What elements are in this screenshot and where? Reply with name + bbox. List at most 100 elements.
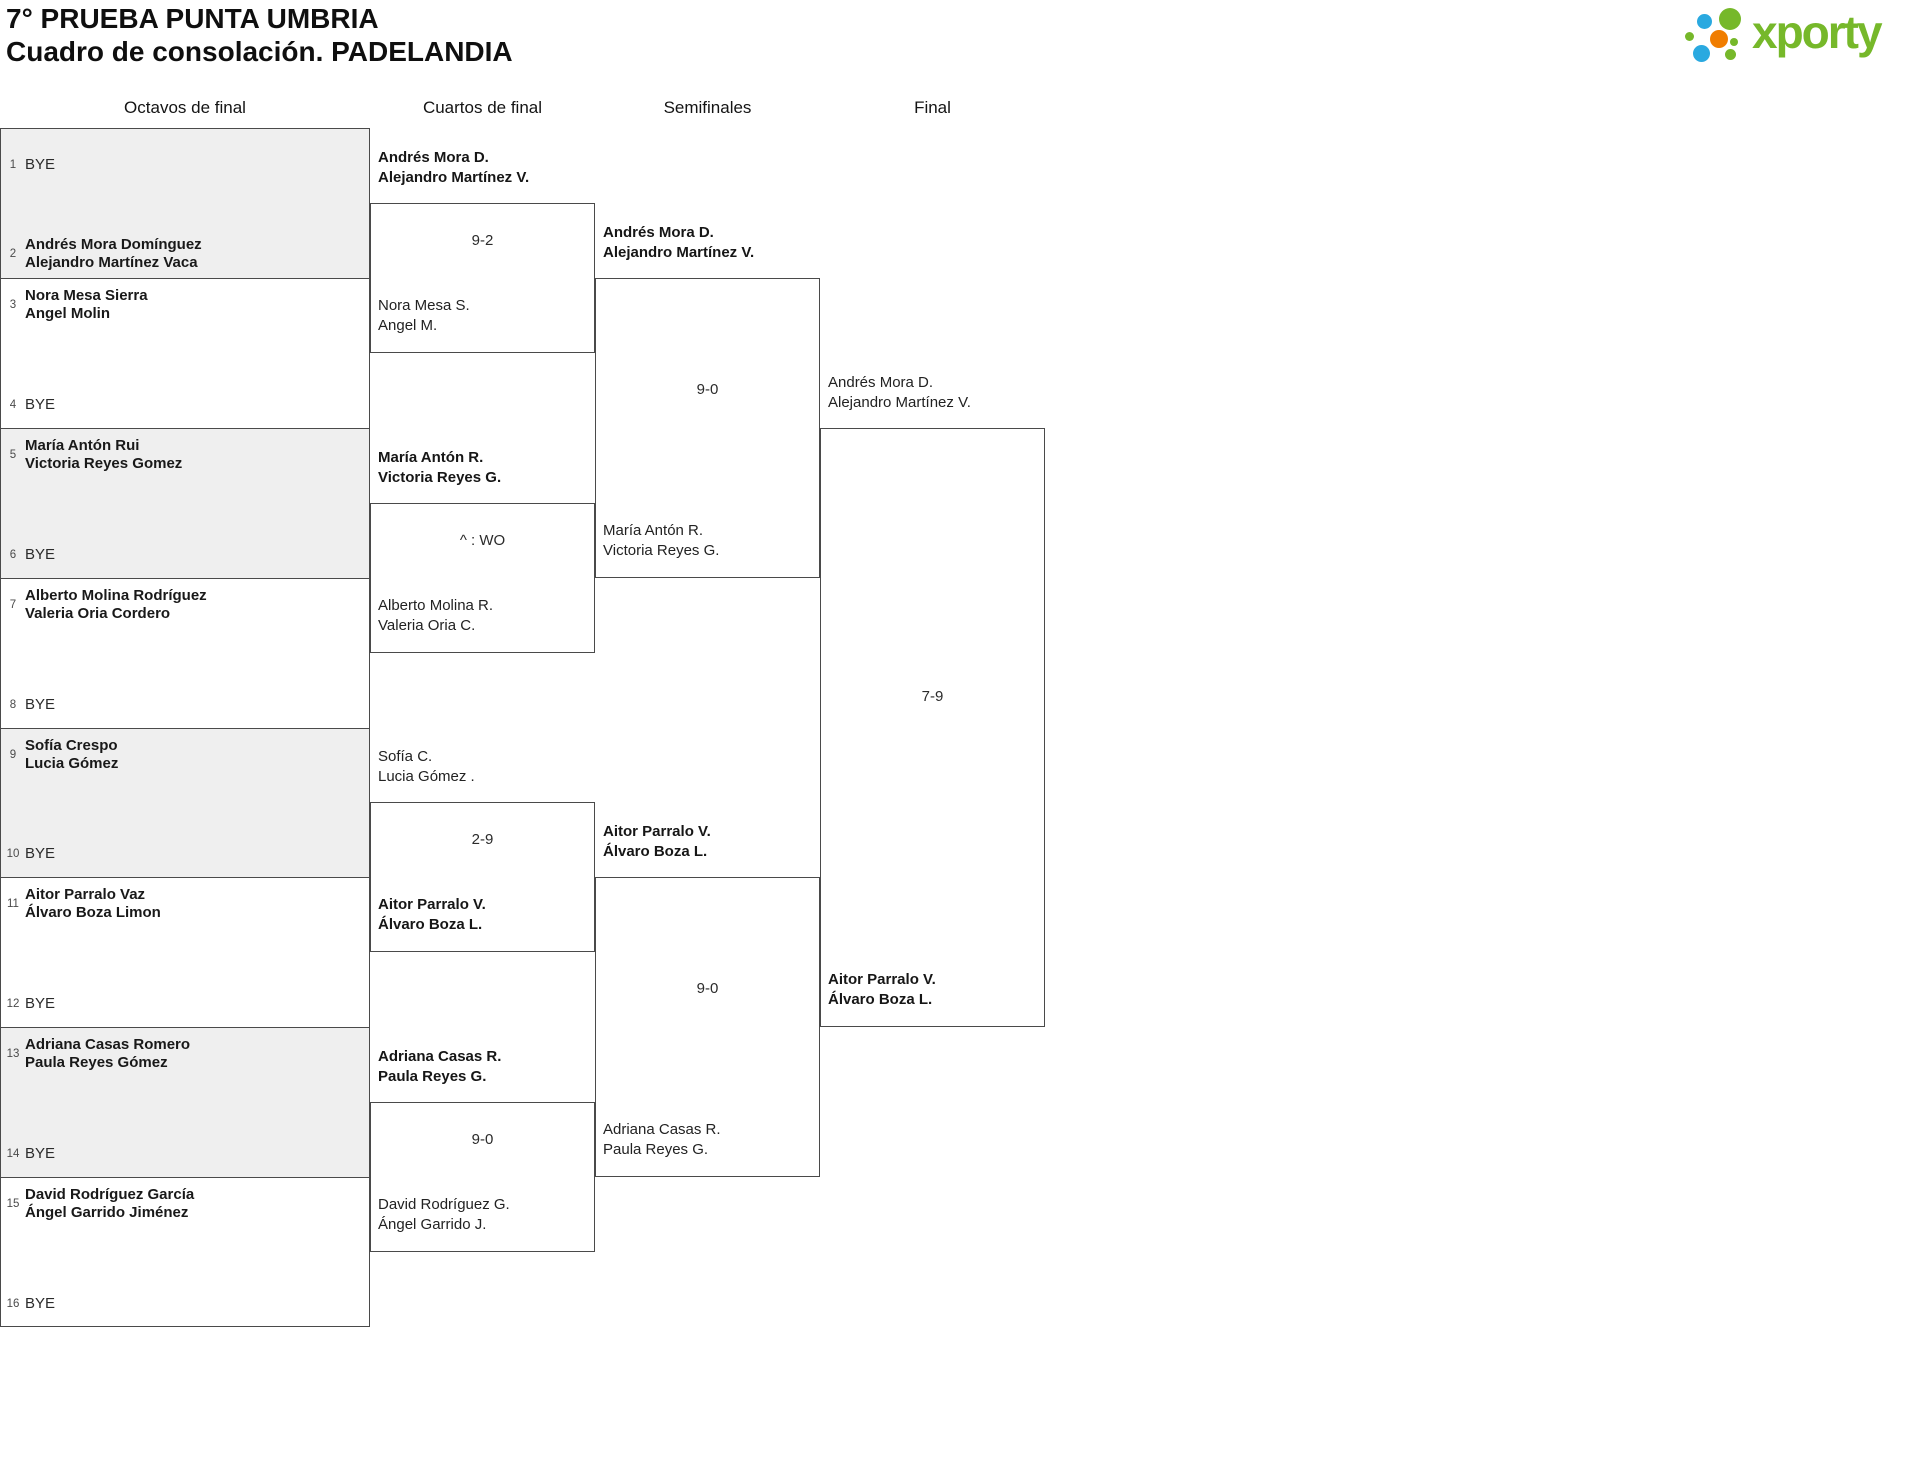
logo-dot-icon bbox=[1685, 32, 1694, 41]
bye-label: BYE bbox=[25, 845, 56, 862]
match-score: 2-9 bbox=[471, 831, 494, 848]
team-top: Sofía C. Lucia Gómez . bbox=[378, 748, 475, 785]
team-bottom: Aitor Parralo V. Álvaro Boza L. bbox=[378, 896, 486, 933]
qf-match-3: Sofía C. Lucia Gómez . 2-9 Aitor Parralo… bbox=[370, 748, 595, 952]
bracket-slot-16: 16 BYE bbox=[1, 1295, 371, 1313]
team-bottom: David Rodríguez G. Ángel Garrido J. bbox=[378, 1196, 510, 1233]
sf-match-1: Andrés Mora D. Alejandro Martínez V. 9-0… bbox=[595, 224, 820, 578]
sf-match-2: Aitor Parralo V. Álvaro Boza L. 9-0 Adri… bbox=[595, 823, 820, 1177]
bracket-slot-13: 13 Adriana Casas Romero Paula Reyes Góme… bbox=[1, 1036, 371, 1072]
xporty-logo[interactable]: xporty bbox=[1680, 6, 1920, 68]
team-bottom: Alberto Molina R. Valeria Oria C. bbox=[378, 597, 494, 634]
team-name: Andrés Mora Domínguez Alejandro Martínez… bbox=[25, 236, 202, 271]
slot-number: 7 bbox=[9, 599, 17, 611]
octavos-match-cell bbox=[1, 1028, 369, 1178]
team-top: Aitor Parralo V. Álvaro Boza L. bbox=[603, 823, 711, 860]
slot-number: 13 bbox=[6, 1048, 20, 1060]
bracket-subtitle: Cuadro de consolación. PADELANDIA bbox=[6, 36, 513, 67]
octavos-match-cell bbox=[1, 579, 369, 729]
slot-number: 4 bbox=[9, 399, 17, 411]
bracket-slot-11: 11 Aitor Parralo Vaz Álvaro Boza Limon bbox=[1, 886, 371, 922]
qf-match-1: Andrés Mora D. Alejandro Martínez V. 9-2… bbox=[370, 149, 595, 353]
team-name: Aitor Parralo Vaz Álvaro Boza Limon bbox=[25, 886, 161, 921]
round-header-cuartos: Cuartos de final bbox=[422, 98, 543, 117]
octavos-match-cell bbox=[1, 279, 369, 429]
slot-number: 6 bbox=[9, 549, 17, 561]
bye-label: BYE bbox=[25, 156, 56, 173]
round-header-semifinales: Semifinales bbox=[663, 98, 752, 117]
octavos-match-cell bbox=[1, 429, 369, 579]
bracket-slot-14: 14 BYE bbox=[1, 1145, 371, 1163]
slot-number: 10 bbox=[6, 848, 20, 860]
team-top: Andrés Mora D. Alejandro Martínez V. bbox=[828, 374, 971, 411]
match-score: 9-2 bbox=[471, 232, 494, 249]
bracket-slot-2: 2 Andrés Mora Domínguez Alejandro Martín… bbox=[1, 236, 371, 272]
match-score: 7-9 bbox=[921, 688, 944, 705]
logo-dot-icon bbox=[1710, 30, 1728, 48]
bye-label: BYE bbox=[25, 995, 56, 1012]
logo-dot-icon bbox=[1697, 14, 1712, 29]
slot-number: 9 bbox=[9, 749, 17, 761]
slot-number: 1 bbox=[9, 159, 17, 171]
bracket-slot-9: 9 Sofía Crespo Lucia Gómez bbox=[1, 737, 371, 773]
bracket-slot-15: 15 David Rodríguez García Ángel Garrido … bbox=[1, 1186, 371, 1222]
team-bottom: María Antón R. Victoria Reyes G. bbox=[603, 522, 720, 559]
team-bottom: Adriana Casas R. Paula Reyes G. bbox=[603, 1121, 721, 1158]
team-top: Andrés Mora D. Alejandro Martínez V. bbox=[378, 149, 530, 186]
team-top: María Antón R. Victoria Reyes G. bbox=[378, 449, 502, 486]
bye-label: BYE bbox=[25, 696, 56, 713]
bye-label: BYE bbox=[25, 1295, 56, 1312]
team-name: Sofía Crespo Lucia Gómez bbox=[25, 737, 119, 772]
team-name: Adriana Casas Romero Paula Reyes Gómez bbox=[25, 1036, 191, 1071]
bye-label: BYE bbox=[25, 1145, 56, 1162]
bracket-slot-5: 5 María Antón Rui Victoria Reyes Gomez bbox=[1, 437, 371, 473]
slot-number: 16 bbox=[6, 1298, 20, 1310]
logo-dot-icon bbox=[1725, 49, 1736, 60]
round-header-octavos: Octavos de final bbox=[124, 98, 246, 117]
slot-number: 15 bbox=[6, 1198, 20, 1210]
slot-number: 11 bbox=[7, 898, 19, 910]
bracket-slot-1: 1 BYE bbox=[1, 156, 371, 174]
octavos-match-cell bbox=[1, 878, 369, 1028]
slot-number: 5 bbox=[9, 449, 17, 461]
slot-number: 14 bbox=[6, 1148, 20, 1160]
bracket-slot-3: 3 Nora Mesa Sierra Angel Molin bbox=[1, 287, 371, 323]
bracket-slot-10: 10 BYE bbox=[1, 845, 371, 863]
round-header-final: Final bbox=[914, 98, 951, 117]
team-top: Andrés Mora D. Alejandro Martínez V. bbox=[603, 224, 755, 261]
slot-number: 2 bbox=[9, 248, 17, 260]
logo-dot-icon bbox=[1730, 38, 1738, 46]
bracket-slot-12: 12 BYE bbox=[1, 995, 371, 1013]
final-match: Andrés Mora D. Alejandro Martínez V. 7-9… bbox=[820, 374, 1045, 1027]
bye-label: BYE bbox=[25, 546, 56, 563]
octavos-column-box: 1 BYE 2 Andrés Mora Domínguez Alejandro … bbox=[0, 128, 370, 1327]
team-name: Alberto Molina Rodríguez Valeria Oria Co… bbox=[25, 587, 207, 622]
team-bottom: Nora Mesa S. Angel M. bbox=[378, 297, 470, 334]
match-score: 9-0 bbox=[696, 980, 719, 997]
team-name: Nora Mesa Sierra Angel Molin bbox=[25, 287, 148, 322]
slot-number: 12 bbox=[6, 998, 20, 1010]
match-score: 9-0 bbox=[471, 1131, 494, 1148]
bye-label: BYE bbox=[25, 396, 56, 413]
match-score: ^ : WO bbox=[459, 532, 506, 549]
octavos-match-cell bbox=[1, 729, 369, 878]
match-score: 9-0 bbox=[696, 381, 719, 398]
tournament-name: 7° PRUEBA PUNTA UMBRIA bbox=[6, 3, 379, 34]
octavos-match-cell bbox=[1, 129, 369, 279]
slot-number: 3 bbox=[9, 299, 17, 311]
team-bottom: Aitor Parralo V. Álvaro Boza L. bbox=[828, 971, 936, 1008]
team-top: Adriana Casas R. Paula Reyes G. bbox=[378, 1048, 502, 1085]
logo-wordmark: xporty bbox=[1752, 6, 1883, 58]
bracket-slot-8: 8 BYE bbox=[1, 696, 371, 714]
team-name: David Rodríguez García Ángel Garrido Jim… bbox=[25, 1186, 195, 1221]
bracket-slot-6: 6 BYE bbox=[1, 546, 371, 564]
bracket-slot-7: 7 Alberto Molina Rodríguez Valeria Oria … bbox=[1, 587, 371, 623]
bracket-slot-4: 4 BYE bbox=[1, 396, 371, 414]
qf-match-2: María Antón R. Victoria Reyes G. ^ : WO … bbox=[370, 449, 595, 653]
team-name: María Antón Rui Victoria Reyes Gomez bbox=[25, 437, 183, 472]
page-title: 7° PRUEBA PUNTA UMBRIA Cuadro de consola… bbox=[6, 2, 513, 68]
slot-number: 8 bbox=[9, 699, 17, 711]
logo-dot-icon bbox=[1719, 8, 1741, 30]
qf-match-4: Adriana Casas R. Paula Reyes G. 9-0 Davi… bbox=[370, 1048, 595, 1252]
